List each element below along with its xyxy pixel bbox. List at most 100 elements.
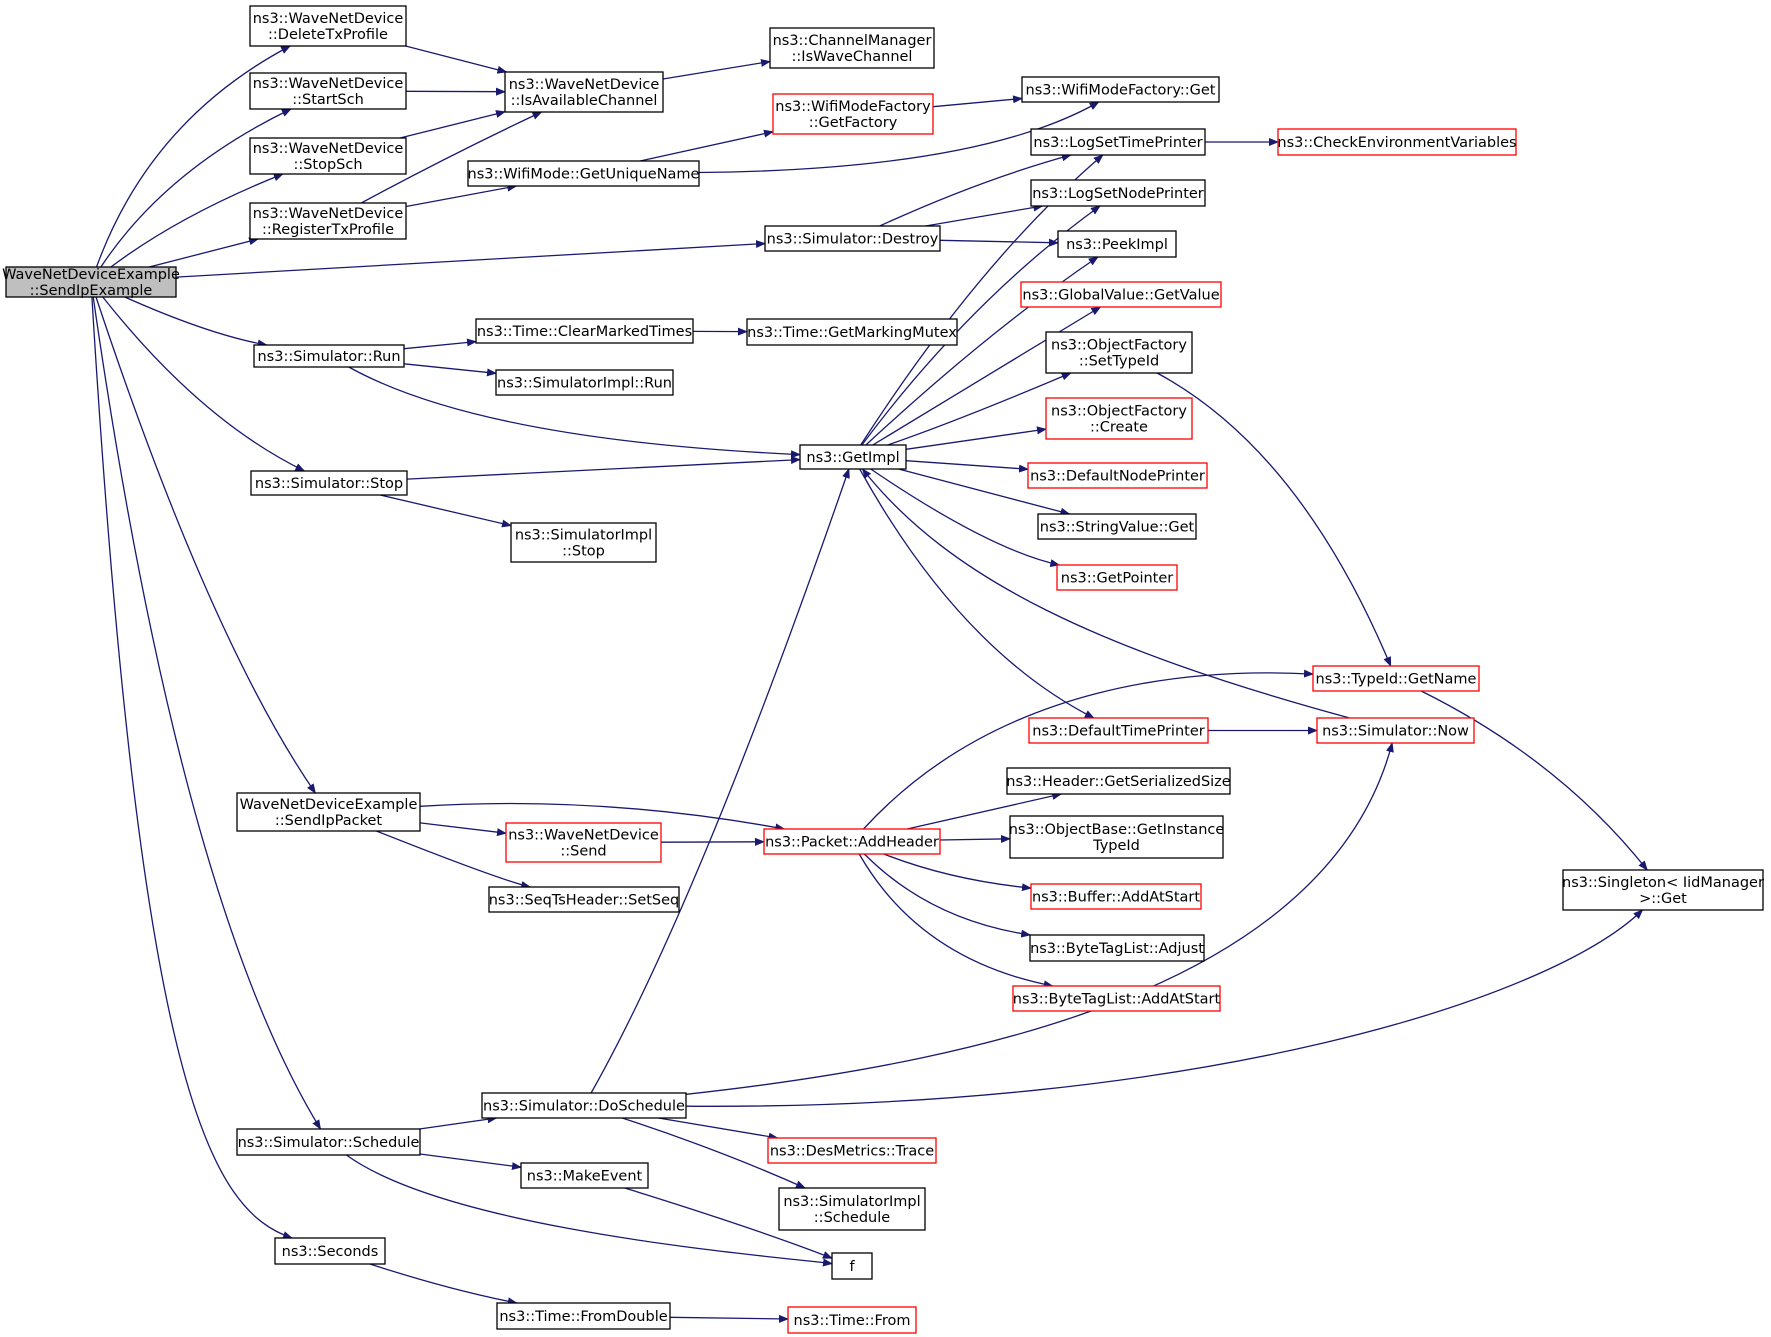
node-desTrace[interactable]: ns3::DesMetrics::Trace: [767, 1137, 937, 1164]
node-peek[interactable]: ns3::PeekImpl: [1057, 230, 1177, 258]
node-label-line: ns3::Seconds: [282, 1244, 379, 1260]
node-label-line: ns3::Simulator::Stop: [255, 476, 403, 492]
node-defTime[interactable]: ns3::DefaultTimePrinter: [1028, 717, 1209, 744]
node-sendIpPacket[interactable]: WaveNetDeviceExample::SendIpPacket: [236, 792, 421, 832]
node-label-line: ns3::WaveNetDevice: [508, 828, 659, 844]
node-logNode[interactable]: ns3::LogSetNodePrinter: [1030, 179, 1206, 207]
node-label-line: ns3::ObjectFactory: [1051, 404, 1187, 420]
node-simImplStop[interactable]: ns3::SimulatorImpl::Stop: [510, 522, 657, 563]
node-stopSch[interactable]: ns3::WaveNetDevice::StopSch: [249, 137, 407, 175]
node-uniqueName[interactable]: ns3::WifiMode::GetUniqueName: [467, 160, 700, 187]
edge-root-to-sendIpPacket: [95, 296, 316, 794]
edge-arrow: [906, 792, 1063, 830]
node-label-line: ns3::CheckEnvironmentVariables: [1277, 135, 1516, 151]
node-label-line: ns3::ByteTagList::Adjust: [1030, 941, 1204, 957]
node-root[interactable]: WaveNetDeviceExample::SendIpExample: [2, 266, 180, 299]
node-stop[interactable]: ns3::Simulator::Stop: [250, 470, 408, 496]
edge-doSchedule-to-getImpl: [590, 468, 850, 1094]
node-timeFrom[interactable]: ns3::Time::From: [787, 1306, 917, 1334]
node-now[interactable]: ns3::Simulator::Now: [1316, 717, 1475, 744]
edge-schedule-to-f: [346, 1154, 833, 1267]
node-label-line: ::SendIpPacket: [275, 813, 383, 829]
edge-doSchedule-to-singleton: [685, 909, 1644, 1107]
edge-root-to-stop: [102, 296, 306, 472]
node-gvGet[interactable]: ns3::GlobalValue::GetValue: [1020, 281, 1222, 308]
node-btlAdd[interactable]: ns3::ByteTagList::AddAtStart: [1012, 985, 1221, 1012]
edge-getImpl-to-defTime: [859, 468, 1095, 719]
node-label-line: ns3::StringValue::Get: [1040, 520, 1195, 536]
node-box: [1029, 934, 1205, 962]
node-defNode[interactable]: ns3::DefaultNodePrinter: [1027, 462, 1208, 489]
edge-root-to-run: [124, 296, 268, 348]
node-regTx[interactable]: ns3::WaveNetDevice::RegisterTxProfile: [249, 202, 407, 240]
edge-arrow: [624, 1187, 833, 1259]
node-schedule[interactable]: ns3::Simulator::Schedule: [236, 1128, 421, 1156]
edge-root-to-schedule: [92, 296, 322, 1130]
node-btlAdjust[interactable]: ns3::ByteTagList::Adjust: [1029, 934, 1205, 962]
node-clearMarked[interactable]: ns3::Time::ClearMarkedTimes: [475, 318, 694, 344]
node-label-line: ::RegisterTxProfile: [262, 222, 394, 238]
node-label-line: ns3::WaveNetDevice: [253, 141, 404, 157]
node-makeEvent[interactable]: ns3::MakeEvent: [520, 1162, 649, 1189]
node-typeName[interactable]: ns3::TypeId::GetName: [1312, 665, 1480, 692]
edge-arrow: [932, 95, 1023, 108]
node-f[interactable]: f: [831, 1252, 873, 1280]
node-checkEnv[interactable]: ns3::CheckEnvironmentVariables: [1277, 128, 1517, 156]
node-label-line: ::IsWaveChannel: [792, 49, 913, 65]
edge-arrow: [905, 460, 1029, 473]
node-box: [1028, 717, 1209, 744]
node-isWave[interactable]: ns3::ChannelManager::IsWaveChannel: [769, 27, 935, 69]
node-label-line: ::GetFactory: [809, 115, 898, 131]
edge-getImpl-to-getPtr: [870, 468, 1061, 568]
node-singleton[interactable]: ns3::Singleton< IidManager>::Get: [1562, 869, 1764, 911]
node-box: [236, 1128, 421, 1156]
node-seconds[interactable]: ns3::Seconds: [274, 1237, 386, 1265]
node-simImplRun[interactable]: ns3::SimulatorImpl::Run: [495, 369, 674, 396]
edge-getImpl-to-peek: [865, 256, 1099, 446]
edge-wmfGetFactory-to-wmfGet: [932, 95, 1023, 108]
edge-arrow: [149, 237, 260, 268]
node-box: [249, 202, 407, 240]
node-label-line: ns3::ChannelManager: [773, 33, 932, 49]
node-isAvail[interactable]: ns3::WaveNetDevice::IsAvailableChannel: [504, 71, 664, 113]
edge-arrow: [110, 173, 284, 268]
edge-layer: [91, 45, 1648, 1323]
edge-run-to-simImplRun: [403, 363, 497, 377]
node-addHeader[interactable]: ns3::Packet::AddHeader: [763, 828, 941, 855]
node-box: [1020, 281, 1222, 308]
edge-arrow: [685, 909, 1644, 1107]
node-wmfGetFactory[interactable]: ns3::WifiModeFactory::GetFactory: [772, 93, 934, 135]
node-label-line: ::Create: [1090, 420, 1148, 436]
node-run[interactable]: ns3::Simulator::Run: [253, 344, 405, 368]
edge-arrow: [399, 110, 506, 139]
node-label-line: ns3::SimulatorImpl: [515, 528, 652, 544]
node-label-line: ::StartSch: [292, 92, 364, 108]
node-getImpl[interactable]: ns3::GetImpl: [799, 444, 907, 470]
edge-delTx-to-isAvail: [405, 45, 508, 74]
node-startSch[interactable]: ns3::WaveNetDevice::StartSch: [249, 72, 407, 110]
edge-arrow: [419, 1153, 522, 1170]
node-seqTs[interactable]: ns3::SeqTsHeader::SetSeq: [488, 886, 680, 913]
node-logTime[interactable]: ns3::LogSetTimePrinter: [1030, 128, 1206, 156]
node-simImplSched[interactable]: ns3::SimulatorImpl::Schedule: [778, 1187, 926, 1231]
node-ofCreate[interactable]: ns3::ObjectFactory::Create: [1045, 397, 1193, 440]
node-markingMutex[interactable]: ns3::Time::GetMarkingMutex: [746, 318, 958, 346]
node-strGet[interactable]: ns3::StringValue::Get: [1037, 513, 1197, 540]
node-wndSend[interactable]: ns3::WaveNetDevice::Send: [505, 822, 662, 863]
node-label-line: f: [849, 1259, 855, 1275]
edge-addHeader-to-btlAdjust: [863, 853, 1032, 938]
node-bufAdd[interactable]: ns3::Buffer::AddAtStart: [1030, 883, 1202, 910]
node-ofSetType[interactable]: ns3::ObjectFactory::SetTypeId: [1045, 331, 1193, 374]
node-doSchedule[interactable]: ns3::Simulator::DoSchedule: [481, 1092, 687, 1119]
edge-arrow: [419, 822, 507, 837]
node-hdrSize[interactable]: ns3::Header::GetSerializedSize: [1006, 767, 1231, 795]
node-wmfGet[interactable]: ns3::WifiModeFactory::Get: [1021, 76, 1220, 103]
node-destroy[interactable]: ns3::Simulator::Destroy: [764, 225, 941, 252]
node-getPtr[interactable]: ns3::GetPointer: [1056, 564, 1178, 591]
node-box: [772, 93, 934, 135]
node-label-line: ::Schedule: [814, 1210, 890, 1226]
node-fromDouble[interactable]: ns3::Time::FromDouble: [496, 1302, 671, 1330]
node-delTx[interactable]: ns3::WaveNetDevice::DeleteTxProfile: [249, 5, 407, 47]
edge-arrow: [859, 468, 1095, 719]
